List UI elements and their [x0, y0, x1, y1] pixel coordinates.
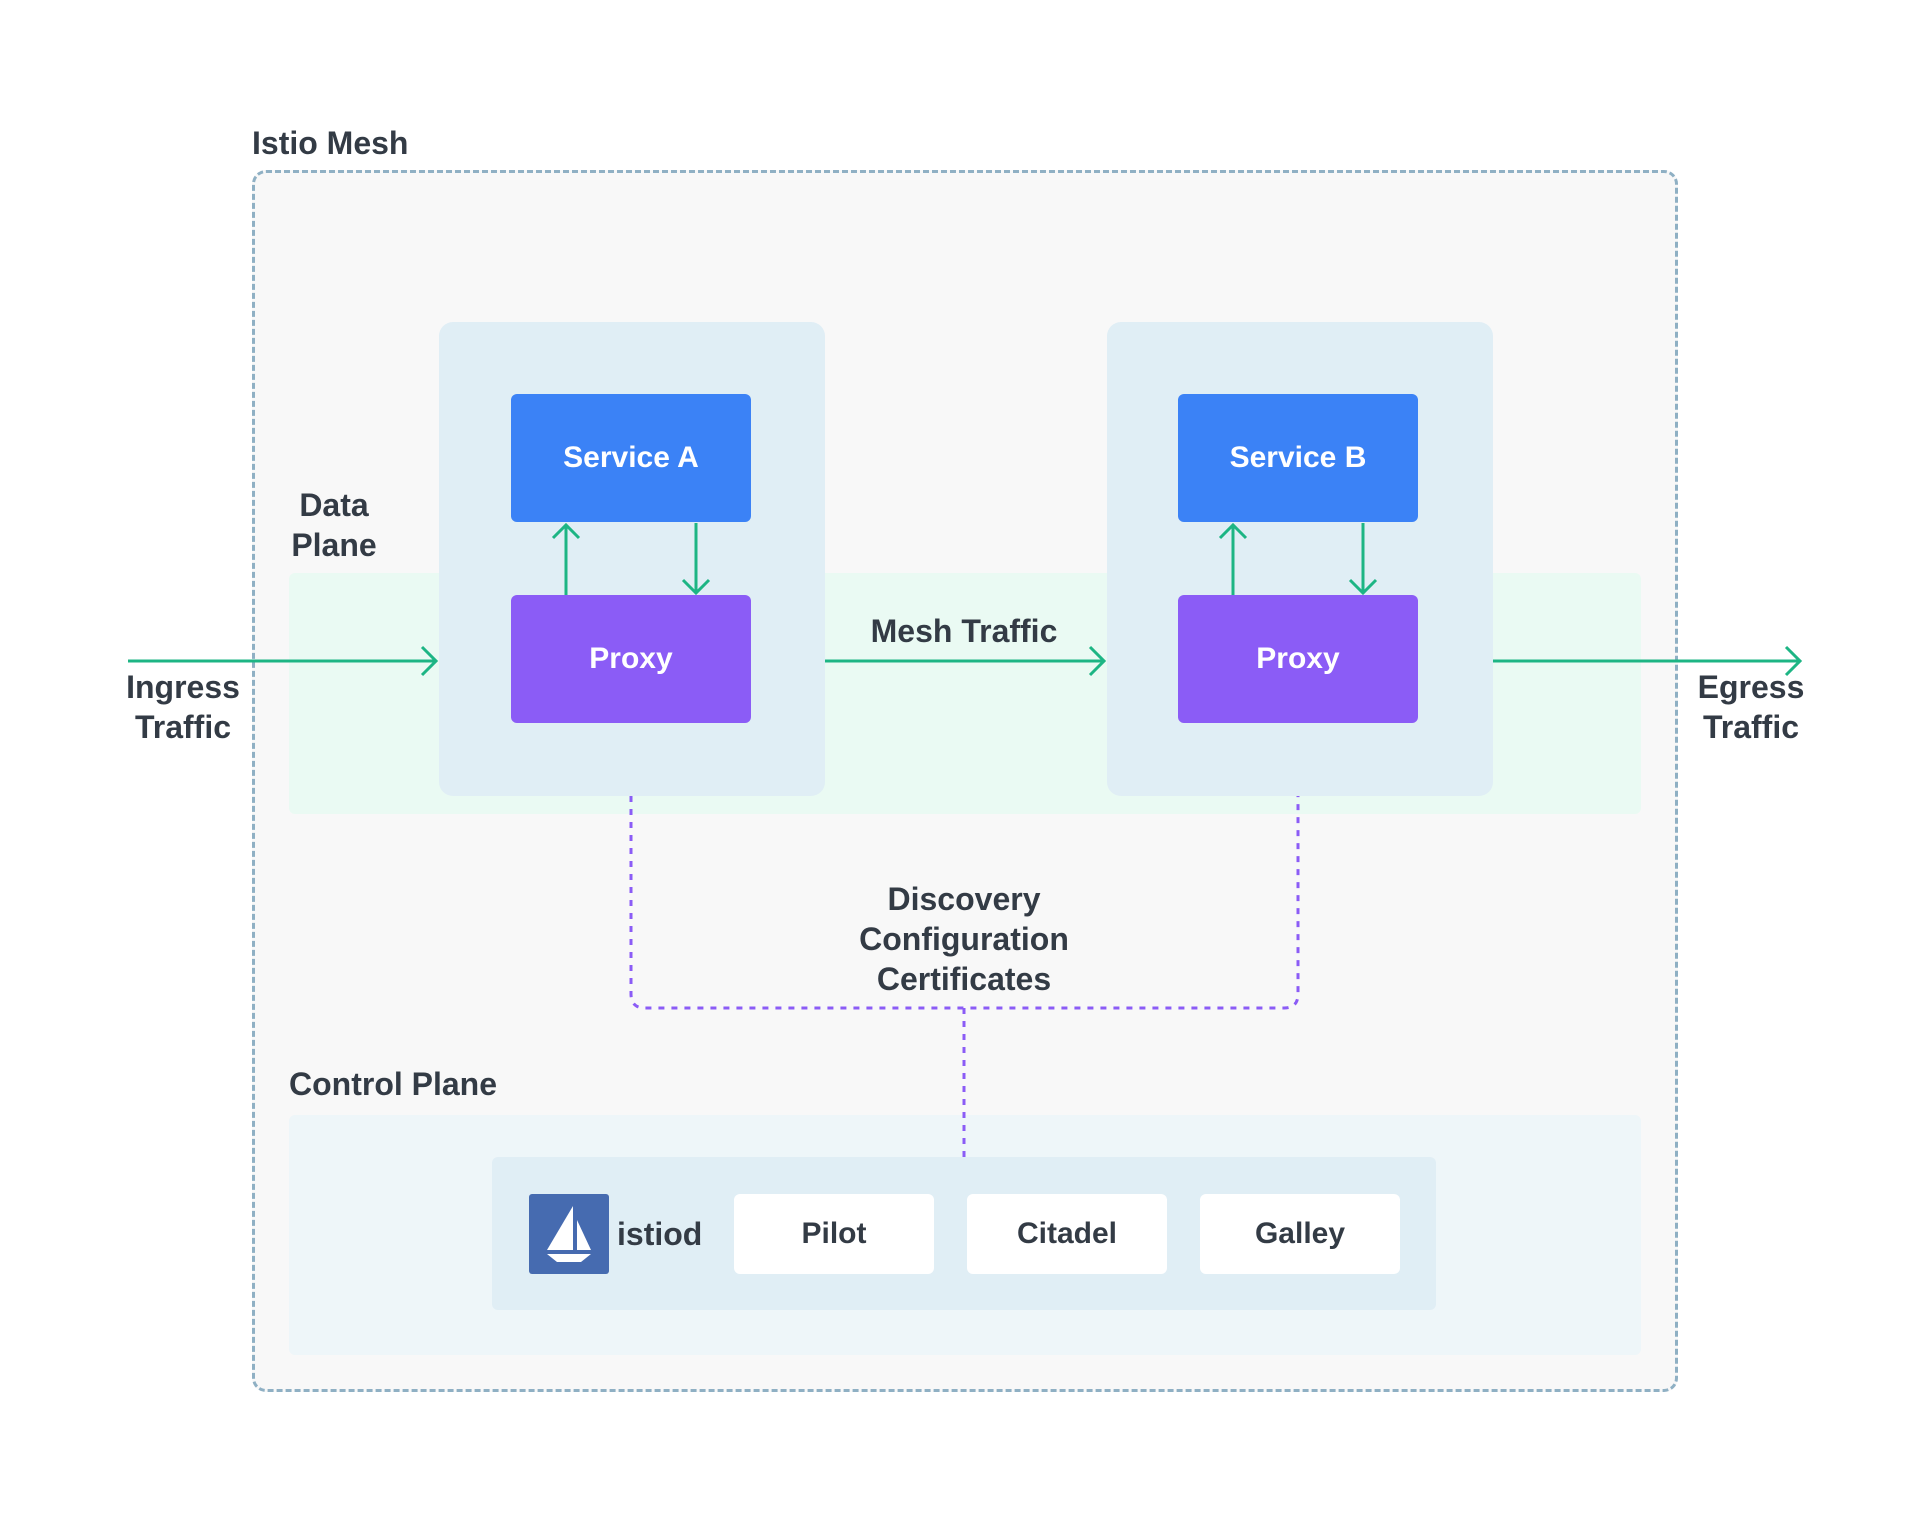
pilot-box[interactable]: Pilot: [734, 1194, 934, 1274]
control-plane-label: Control Plane: [289, 1066, 498, 1102]
service-to-proxy-a-arrow: [681, 523, 711, 596]
mesh-traffic-label: Mesh Traffic: [870, 613, 1058, 649]
istiod-label: istiod: [617, 1216, 703, 1252]
egress-traffic-label: Egress Traffic: [1686, 667, 1816, 747]
egress-label-line2: Traffic: [1702, 709, 1800, 745]
mesh-title: Istio Mesh: [252, 125, 409, 161]
service-to-proxy-b-arrow: [1348, 523, 1378, 596]
galley-box[interactable]: Galley: [1200, 1194, 1400, 1274]
ingress-traffic-label: Ingress Traffic: [118, 667, 248, 747]
proxy-a-box[interactable]: Proxy: [511, 595, 751, 723]
ingress-arrow: [128, 645, 439, 677]
proxy-to-service-a-arrow: [551, 522, 581, 595]
citadel-box[interactable]: Citadel: [967, 1194, 1167, 1274]
ingress-label-line1: Ingress: [126, 669, 240, 705]
proxy-to-service-b-arrow: [1218, 522, 1248, 595]
service-b-box[interactable]: Service B: [1178, 394, 1418, 522]
proxy-b-box[interactable]: Proxy: [1178, 595, 1418, 723]
data-plane-label: Data Plane: [289, 485, 379, 565]
control-link-label: Discovery Configuration Certificates: [834, 879, 1094, 999]
ingress-label-line2: Traffic: [134, 709, 232, 745]
configuration-label: Configuration: [859, 921, 1069, 957]
data-plane-label-line2: Plane: [291, 527, 377, 563]
egress-arrow: [1493, 645, 1803, 677]
data-plane-label-line1: Data: [299, 487, 369, 523]
service-a-box[interactable]: Service A: [511, 394, 751, 522]
mesh-traffic-arrow: [825, 645, 1107, 677]
certificates-label: Certificates: [876, 961, 1052, 997]
control-link-connector: [629, 796, 1300, 1010]
istio-logo-icon: [529, 1194, 609, 1274]
discovery-label: Discovery: [887, 881, 1041, 917]
